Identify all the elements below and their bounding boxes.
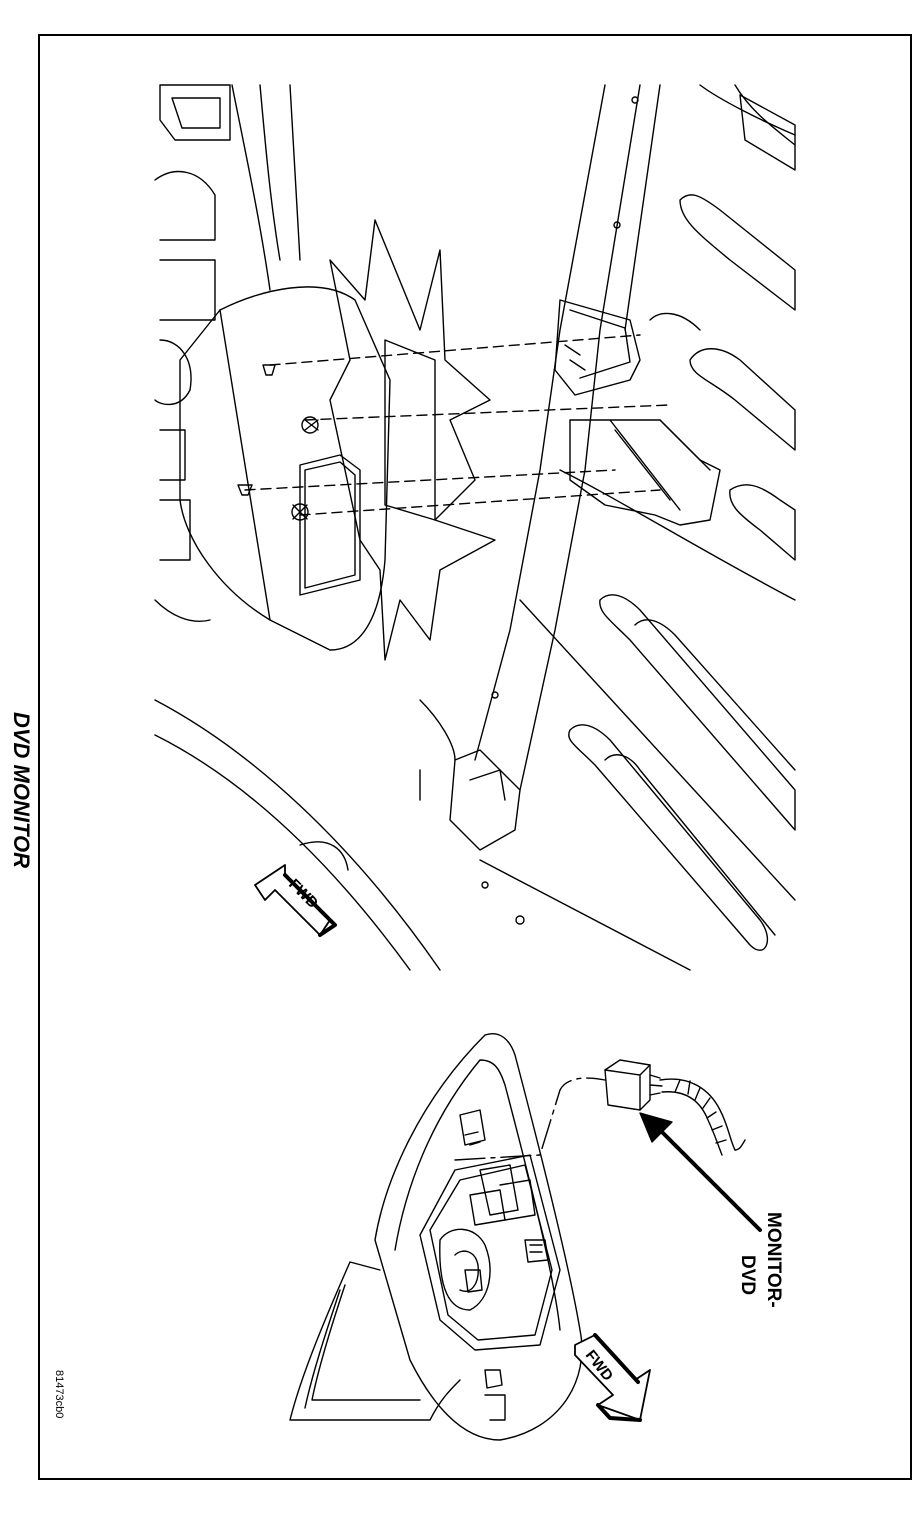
wire-harness (454, 1077, 606, 1161)
fwd-arrow-upper (254, 864, 337, 937)
connector (604, 1059, 651, 1111)
figure-frame (38, 34, 912, 1480)
cutaway-break (329, 219, 496, 661)
page-title-text: DVD MONITOR (9, 712, 34, 868)
monitor-housing-mounted (179, 286, 391, 651)
mounting-bracket-front (554, 299, 641, 396)
figure-id: 81473cb0 (53, 1370, 65, 1418)
dvd-monitor-assembly (289, 1033, 746, 1441)
page-title: DVD MONITOR (9, 712, 34, 868)
headliner-edge (154, 699, 441, 971)
roof-bow (474, 84, 606, 761)
folding-screen (289, 1261, 461, 1421)
alignment-lines (244, 334, 671, 516)
monitor-housing (374, 1033, 583, 1441)
callout-leader-arrow (639, 1112, 762, 1232)
callout-label-line2: DVD (737, 1255, 758, 1295)
roof-structure-illustration (154, 84, 796, 971)
callout-label-line1: MONITOR- (763, 1212, 784, 1308)
fwd-arrow-lower (574, 1333, 651, 1422)
mounting-bracket-rear (569, 419, 721, 526)
